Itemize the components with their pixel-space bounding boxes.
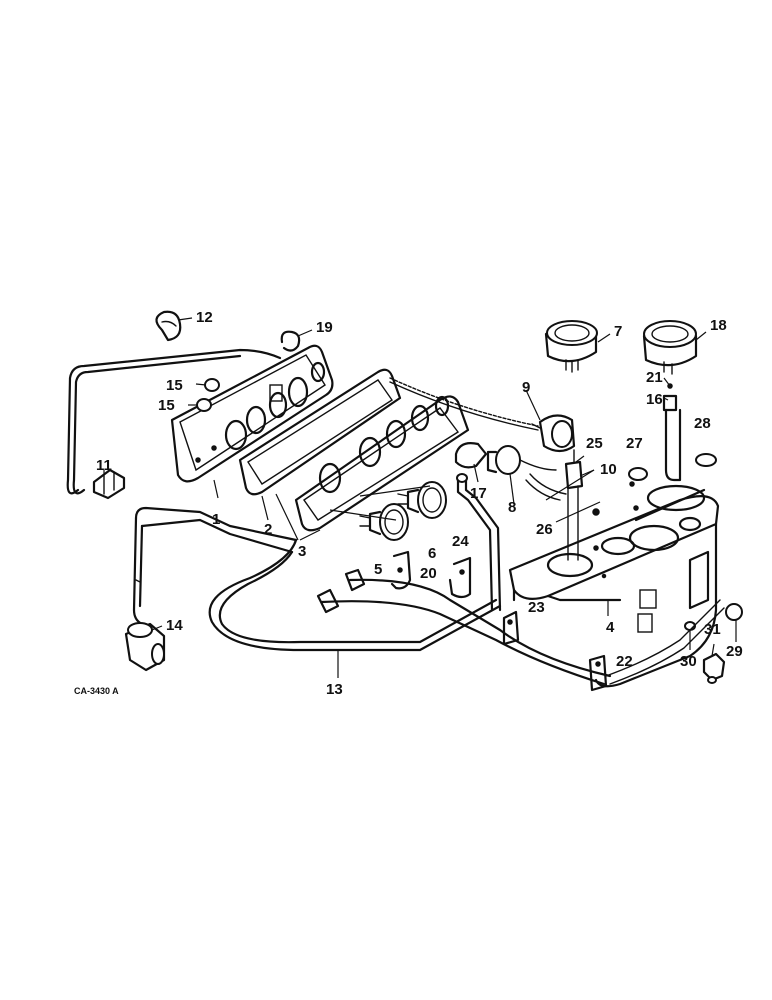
gauge-7 <box>544 320 598 373</box>
callout-13: 13 <box>326 681 343 698</box>
callout-6: 6 <box>428 545 436 562</box>
callout-5: 5 <box>374 561 382 578</box>
callout-14: 14 <box>166 617 183 634</box>
cap-28 <box>695 453 717 467</box>
callout-27: 27 <box>626 435 643 452</box>
tube-assembly-top <box>66 348 282 495</box>
sender-9 <box>531 414 576 453</box>
callout-31: 31 <box>704 621 721 638</box>
callout-28: 28 <box>694 415 711 432</box>
callout-7: 7 <box>614 323 622 340</box>
elbow-14 <box>124 622 166 672</box>
clamp-19 <box>280 330 301 352</box>
callout-26: 26 <box>536 521 553 538</box>
clamp-12 <box>155 310 182 342</box>
leader-lines <box>103 317 737 678</box>
callout-22: 22 <box>616 653 633 670</box>
callout-30: 30 <box>680 653 697 670</box>
plug-15-b <box>196 398 212 412</box>
callout-20: 20 <box>420 565 437 582</box>
callout-2: 2 <box>264 521 272 538</box>
bracket-20 <box>390 550 412 590</box>
callout-15a: 15 <box>166 377 183 394</box>
gauge-6 <box>397 481 447 519</box>
callout-15b: 15 <box>158 397 175 414</box>
sender-25 <box>564 449 584 561</box>
callout-19: 19 <box>316 319 333 336</box>
hoses-lower <box>316 568 725 686</box>
callout-4: 4 <box>606 619 615 636</box>
callout-29: 29 <box>726 643 743 660</box>
callout-25: 25 <box>586 435 603 452</box>
callout-17: 17 <box>470 485 487 502</box>
gauge-5 <box>359 503 409 541</box>
instrument-panel-front <box>170 344 334 483</box>
callout-11: 11 <box>96 457 112 474</box>
plug-29 <box>725 603 743 621</box>
sender-8 <box>486 445 557 475</box>
callout-labels: 1 2 3 4 5 6 7 8 9 10 11 12 13 14 15 15 1… <box>96 309 743 698</box>
panel-gasket <box>238 368 402 496</box>
bracket-24 <box>448 556 472 599</box>
callout-1: 1 <box>212 511 220 528</box>
fitting-21-16 <box>662 383 682 482</box>
instrument-panel-rear <box>294 395 470 532</box>
elbow-17 <box>454 442 502 612</box>
callout-3: 3 <box>298 543 306 560</box>
callout-9: 9 <box>522 379 530 396</box>
bracket-23 <box>502 610 520 646</box>
tube-13 <box>132 506 502 652</box>
callout-12: 12 <box>196 309 213 326</box>
callout-24: 24 <box>452 533 469 550</box>
cap-27 <box>628 467 648 481</box>
callout-23: 23 <box>528 599 545 616</box>
callout-18: 18 <box>710 317 727 334</box>
callout-10: 10 <box>600 461 617 478</box>
gauge-18 <box>642 320 698 375</box>
callout-16: 16 <box>646 391 663 408</box>
fitting-31 <box>702 652 726 684</box>
figure-code: CA-3430 A <box>74 686 119 696</box>
callout-21: 21 <box>646 369 663 386</box>
dash-panel-4 <box>508 481 720 688</box>
callout-8: 8 <box>508 499 516 516</box>
fitting-11 <box>92 468 126 500</box>
plug-15-a <box>204 378 220 392</box>
